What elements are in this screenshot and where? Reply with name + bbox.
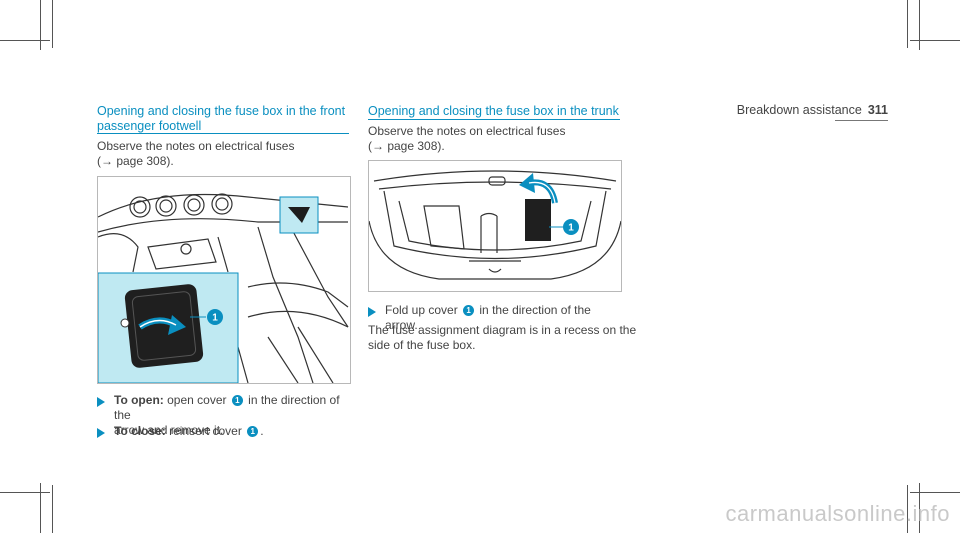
crop-mark (919, 483, 920, 533)
section-heading-trunk: Opening and closing the fuse box in the … (368, 104, 619, 118)
crop-mark (52, 0, 53, 48)
step-fold-up: Fold up cover 1 in the direction of the … (385, 303, 591, 332)
figure-front-footwell: 1 (97, 176, 351, 384)
crop-mark (40, 0, 41, 50)
heading-underline (368, 119, 620, 120)
section-title: Breakdown assistance (736, 103, 862, 117)
step-arrow-icon (97, 397, 105, 407)
figure-trunk: 1 (368, 160, 622, 292)
crop-mark (907, 0, 908, 48)
crop-mark (919, 0, 920, 50)
step-arrow-icon (368, 307, 376, 317)
crop-mark (0, 492, 50, 493)
section-heading-front: Opening and closing the fuse box in the … (97, 104, 346, 133)
callout-badge: 1 (463, 305, 475, 316)
crop-mark (40, 483, 41, 533)
callout-1-label: 1 (568, 223, 574, 234)
crop-mark (907, 485, 908, 533)
step-close: To close: reinsert cover 1. (114, 424, 264, 438)
callout-1-label: 1 (212, 313, 218, 324)
watermark: carmanualsonline.info (725, 501, 950, 526)
step-arrow-icon (97, 428, 105, 438)
intro-paragraph: Observe the notes on electrical fuses (→… (368, 124, 566, 153)
trunk-illustration: 1 (369, 170, 621, 280)
fuse-note: The fuse assignment diagram is in a rece… (368, 323, 637, 352)
header-rule (835, 120, 888, 121)
crop-mark (910, 40, 960, 41)
crop-mark (52, 485, 53, 533)
callout-badge: 1 (231, 395, 243, 406)
footwell-illustration: 1 (98, 193, 349, 383)
crop-mark (0, 40, 50, 41)
page-number: 311 (867, 103, 888, 117)
heading-underline (97, 133, 349, 134)
crop-mark (910, 492, 960, 493)
intro-paragraph: Observe the notes on electrical fuses (→… (97, 139, 295, 168)
running-header: Breakdown assistance 311 (737, 103, 888, 117)
callout-badge: 1 (247, 426, 259, 437)
step-open: To open: open cover 1 in the direction o… (114, 393, 340, 437)
